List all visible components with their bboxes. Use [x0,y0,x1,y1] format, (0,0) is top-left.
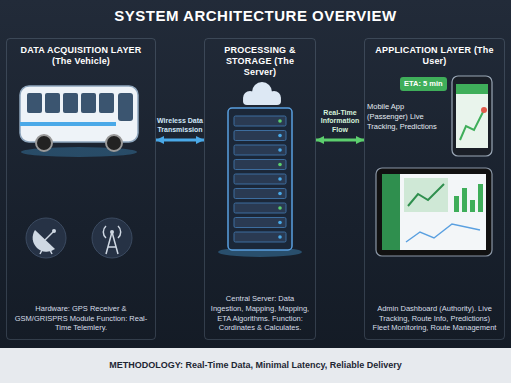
bus-illustration [36,135,52,151]
data-flow-arrow [156,139,204,142]
server-rack [234,203,286,213]
antenna-icon [110,230,114,234]
bus-illustration [106,135,122,151]
layer-description: Hardware: GPS Receiver & GSM/GRISPRS Mod… [12,304,150,333]
server-rack [278,148,282,152]
satellite-dish-icon [45,232,53,240]
cloud-icon [243,82,281,105]
server-rack [278,235,282,239]
satellite-dish-icon [40,246,52,254]
server-rack [234,131,286,141]
server-rack [234,189,286,199]
server-rack [234,145,286,155]
bus-illustration [27,93,42,113]
antenna-icon [103,226,120,238]
bus-illustration [20,122,116,126]
server-rack [234,116,286,126]
bus-illustration [20,86,138,157]
server-rack [234,232,286,242]
tablet-dashboard [376,168,492,256]
layer-heading: PROCESSING & STORAGE (The Server) [210,45,310,77]
flow-label: Wireless Data Transmission [157,117,203,134]
bus-illustration [20,86,138,142]
server-rack [278,177,282,181]
server-rack [278,119,282,123]
antenna-icon [106,232,118,254]
server-rack [234,160,286,170]
tablet-dashboard [382,174,400,250]
server-rack [234,116,286,126]
tablet-dashboard [406,224,480,242]
server-rack [234,174,286,184]
tablet-dashboard [404,178,448,212]
methodology-caption: METHODOLOGY: Real-Time Data, Minimal Lat… [0,348,511,383]
server-rack [278,221,282,225]
bus-illustration [45,93,60,113]
bus-illustration [63,93,78,113]
server-rack [278,134,282,138]
tablet-dashboard [478,184,483,212]
bus-illustration [81,93,96,113]
phone-illustration [456,84,488,148]
server-rack [228,108,292,250]
server-rack [234,218,286,228]
satellite-dish-icon [26,218,66,258]
phone-illustration [460,110,484,140]
satellite-dish-icon [33,230,55,252]
satellite-dish-icon [26,218,66,258]
antenna-icon [92,218,132,258]
server-rack [234,160,286,170]
layer-heading: APPLICATION LAYER (The User) [370,45,499,67]
data-flow-arrow [316,139,364,142]
diagram-title: SYSTEM ARCHITECTURE OVERVIEW [0,7,511,24]
server-rack [234,218,286,228]
layer-description: Admin Dashboard (Authority). Live Tracki… [370,304,499,333]
server-rack [234,203,286,213]
app-label: Mobile App (Passenger) Live Tracking, Pr… [367,102,447,131]
antenna-icon [92,218,132,258]
cloud-icon [243,97,281,105]
tablet-dashboard [470,200,475,212]
layer-heading: DATA ACQUISITION LAYER (The Vehicle) [12,45,150,67]
tablet-dashboard [382,174,486,250]
layer-panel: PROCESSING & STORAGE (The Server) Central… [204,38,316,340]
phone-illustration [456,84,488,94]
server-rack [278,192,282,196]
tablet-dashboard [454,196,459,212]
server-rack [234,131,286,141]
layer-panel: DATA ACQUISITION LAYER (The Vehicle) Hard… [6,38,156,340]
server-rack [218,108,302,257]
satellite-dish-icon [52,229,56,233]
server-rack [234,232,286,242]
server-rack [278,206,282,210]
server-rack [234,174,286,184]
tablet-dashboard [462,188,467,212]
phone-illustration [452,76,492,156]
phone-illustration [481,107,487,113]
bus-illustration [99,93,114,113]
tablet-dashboard [408,184,444,206]
bus-illustration [118,93,133,121]
flow-label: Real-Time Information Flow [317,109,363,134]
layer-description: Central Server: Data Ingestion, Mapping,… [210,294,310,333]
phone-illustration [452,76,492,156]
eta-badge: ETA: 5 min [400,77,447,91]
server-rack [278,163,282,167]
server-rack [234,189,286,199]
tablet-dashboard [376,168,492,256]
server-rack [234,145,286,155]
